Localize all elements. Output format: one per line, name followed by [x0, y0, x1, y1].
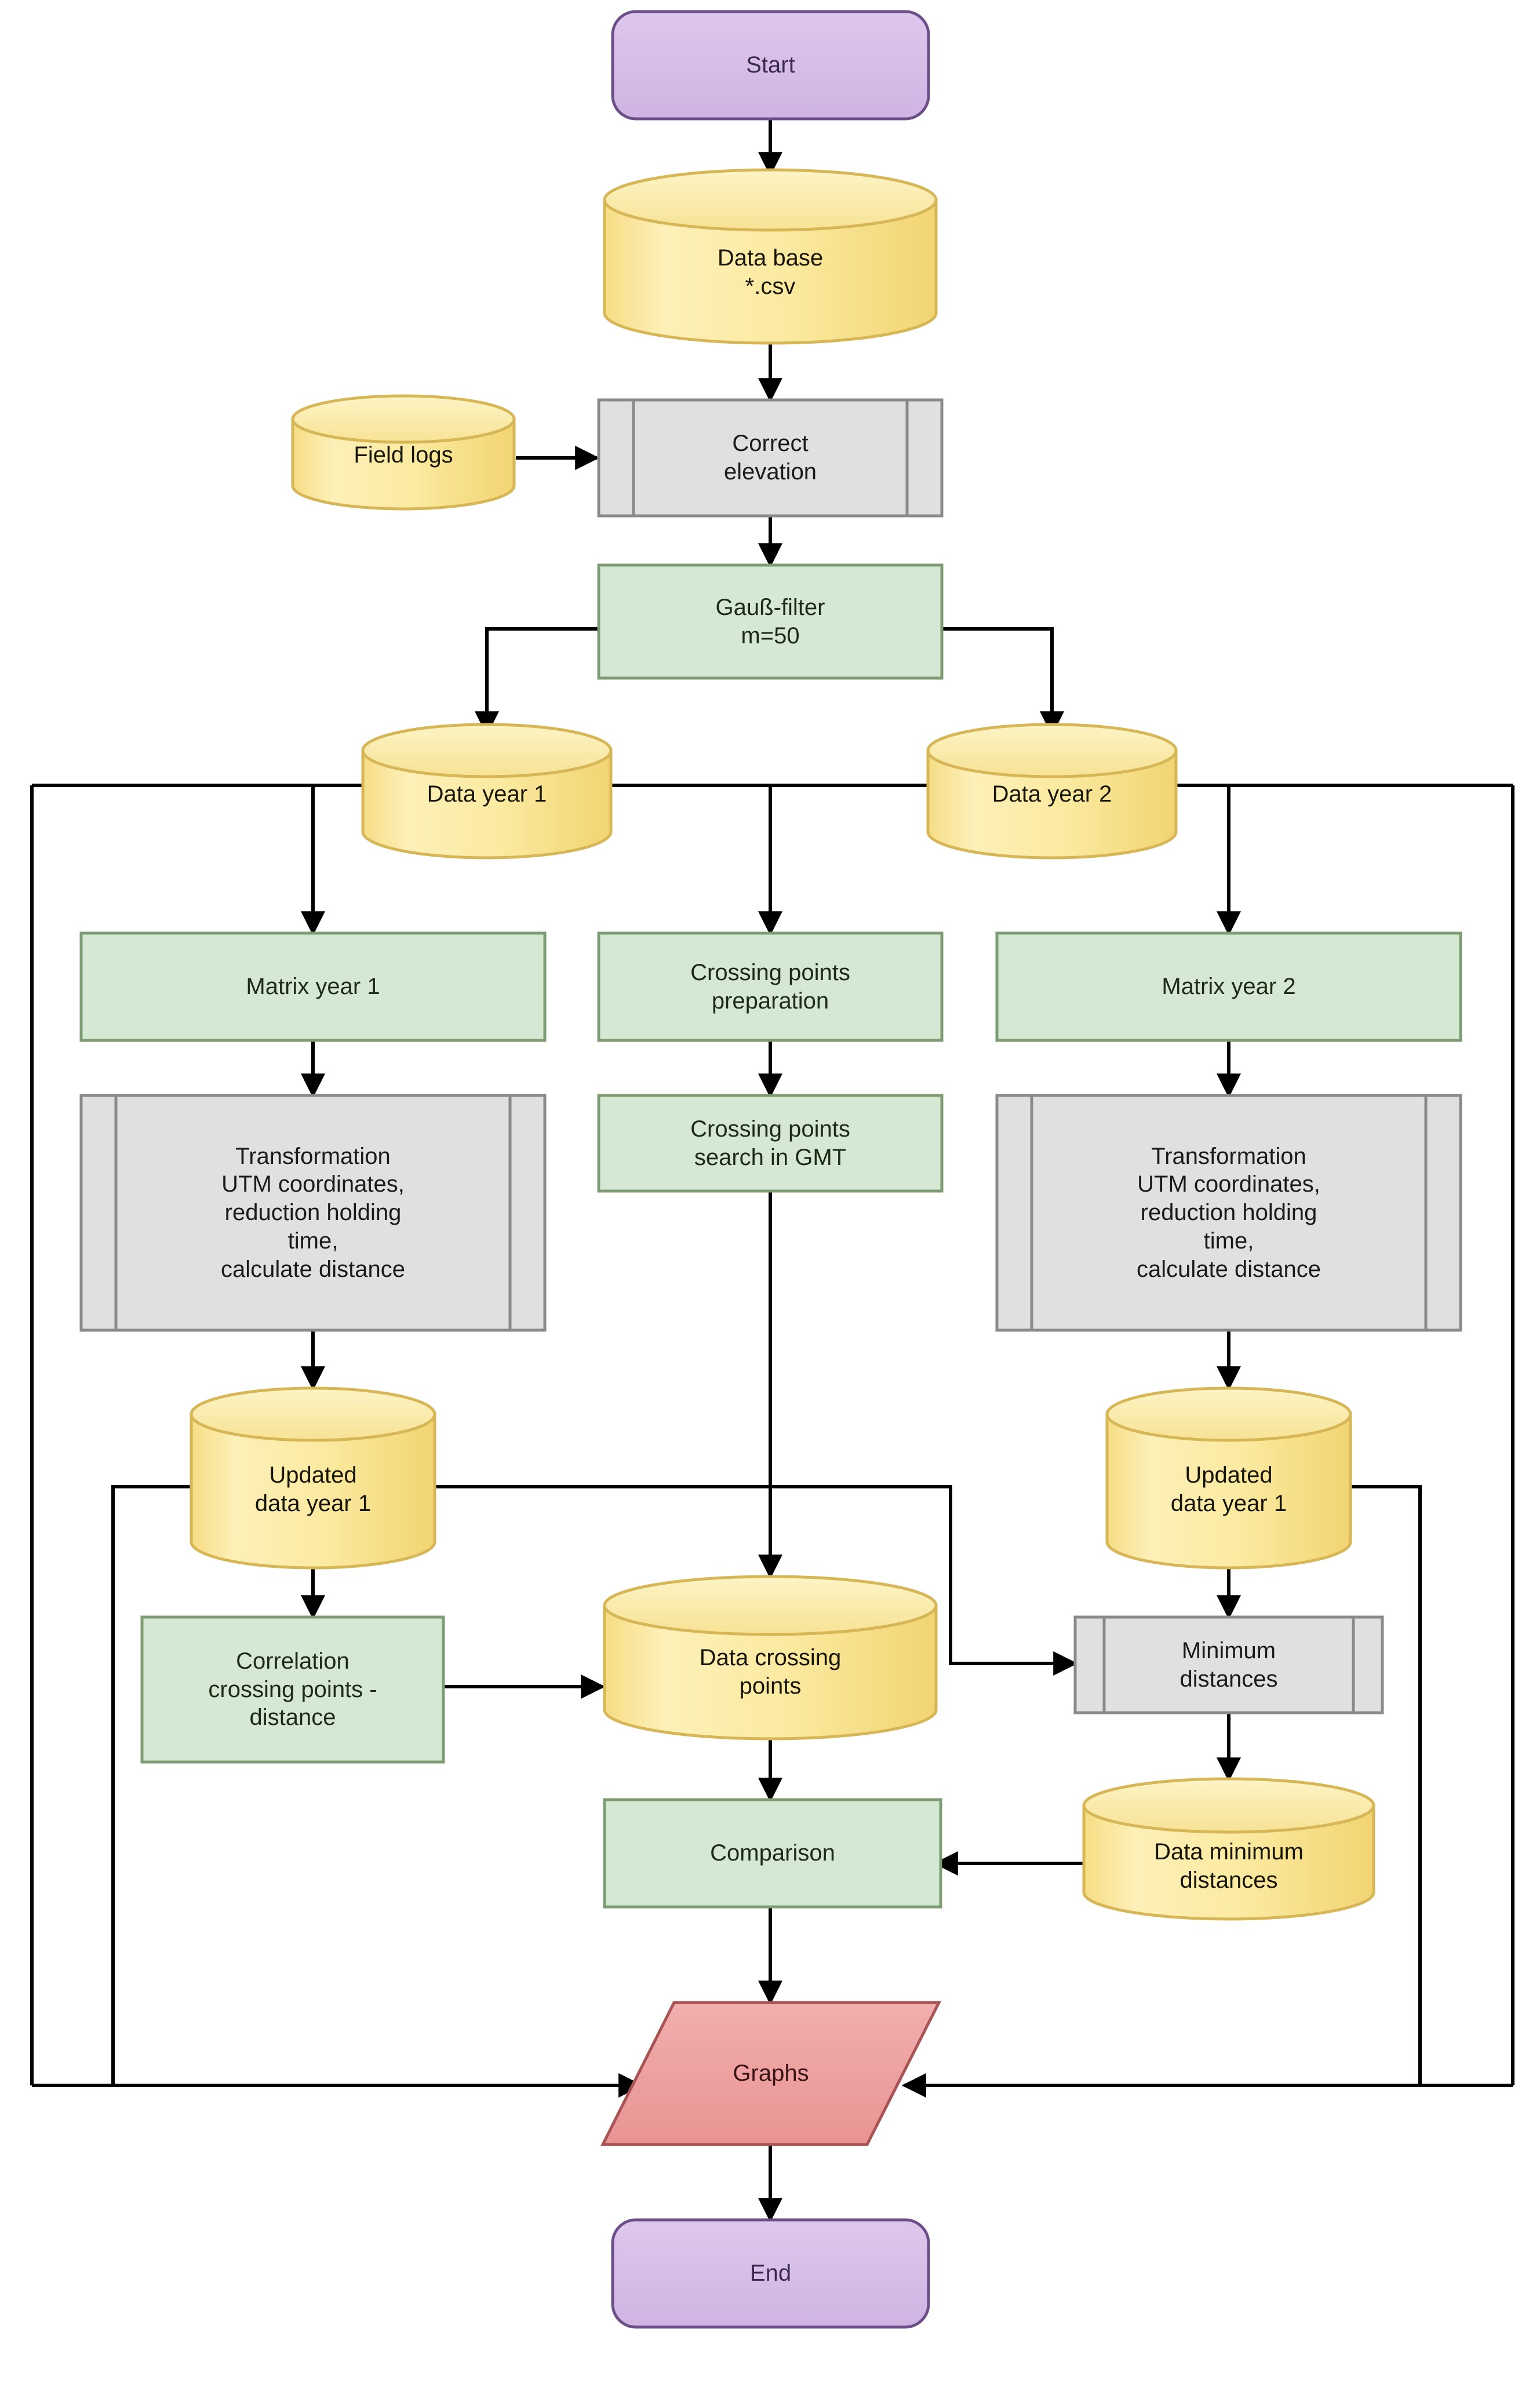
- node-matrix-year-2[interactable]: [995, 931, 1462, 1042]
- edge-updatedleft-mindistances: [435, 1485, 1078, 1676]
- edge-updatedleft-graphsbus: [111, 1485, 191, 2085]
- node-crossing-points-search[interactable]: [597, 1094, 944, 1193]
- node-minimum-distances[interactable]: [1073, 1615, 1384, 1714]
- node-crossing-points-preparation[interactable]: [597, 931, 944, 1042]
- node-graphs[interactable]: [600, 2001, 942, 2146]
- node-updated-data-year-1-right[interactable]: [1105, 1386, 1352, 1570]
- connector-layer: [30, 119, 1514, 2223]
- edge-gauss-datay2: [924, 627, 1064, 736]
- node-data-year-1[interactable]: [361, 723, 613, 860]
- node-start[interactable]: [611, 10, 930, 121]
- edge-gauss-datay1: [475, 627, 616, 736]
- node-data-crossing-points[interactable]: [603, 1575, 938, 1741]
- node-end[interactable]: [611, 2218, 930, 2329]
- node-updated-data-year-1-left[interactable]: [190, 1386, 436, 1570]
- node-matrix-year-1[interactable]: [79, 931, 547, 1042]
- node-data-year-2[interactable]: [926, 723, 1178, 860]
- node-correlation[interactable]: [140, 1615, 445, 1764]
- node-field-logs[interactable]: [291, 394, 516, 511]
- node-comparison[interactable]: [603, 1798, 942, 1909]
- edge-updatedright-graphsbus: [1350, 1485, 1422, 2085]
- node-transformation-2[interactable]: [995, 1094, 1462, 1332]
- node-correct-elevation[interactable]: [597, 398, 944, 518]
- node-database[interactable]: [603, 168, 938, 345]
- node-data-minimum-distances[interactable]: [1082, 1777, 1375, 1921]
- node-transformation-1[interactable]: [79, 1094, 547, 1332]
- node-gauss-filter[interactable]: [597, 563, 944, 680]
